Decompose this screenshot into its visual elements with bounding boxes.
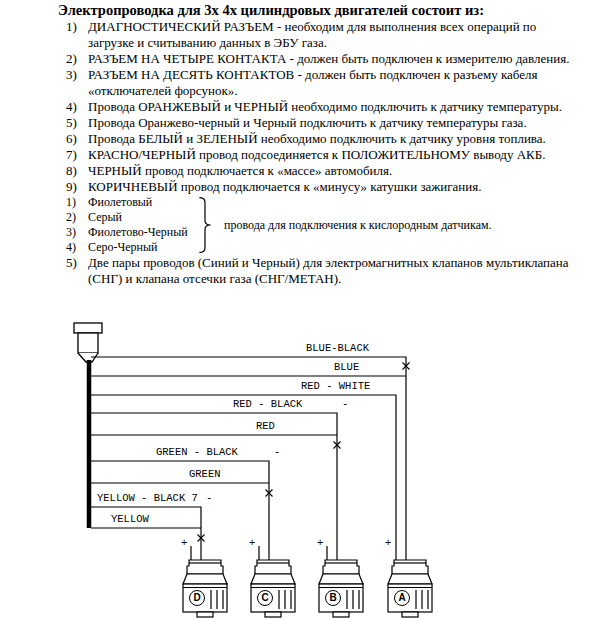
wires [91, 357, 406, 560]
polarity-sign: - [341, 398, 349, 410]
instruction-list: Электропроводка для 3х 4х цилиндровых дв… [0, 0, 603, 287]
list-item: 2)РАЗЪЕМ НА ЧЕТЫРЕ КОНТАКТА - должен быт… [0, 51, 603, 67]
item-number: 1) [66, 195, 88, 210]
harness-connector [74, 323, 102, 362]
wire-label: GREEN [188, 468, 222, 480]
item-number: 1) [66, 19, 88, 51]
wire-label: RED [255, 420, 276, 432]
item-number: 5) [66, 255, 88, 287]
injector-letter: C [257, 590, 273, 606]
item-number: 8) [66, 163, 88, 179]
injector-letter-text: A [398, 592, 405, 604]
polarity-sign: + [180, 537, 188, 549]
brace-path [199, 198, 210, 253]
item-text: Фиолетовый [88, 195, 198, 210]
item-number: 5) [66, 115, 88, 131]
wire-label: GREEN - BLACK [155, 446, 239, 458]
wire-label: RED - BLACK [232, 398, 303, 410]
item-text: Фиолетово-Черный [88, 225, 198, 240]
list-item: 8)ЧЕРНЫЙ провод подключается к «массе» а… [0, 163, 603, 179]
item-text: ДИАГНОСТИЧЕСКИЙ РАЗЪЕМ - необходим для в… [88, 19, 578, 51]
wire-label: YELLOW [110, 513, 150, 525]
item-text: Провода БЕЛЫЙ и ЗЕЛЕНЫЙ необходимо подкл… [88, 131, 578, 147]
item-number: 6) [66, 131, 88, 147]
wire-label: YELLOW - BLACK 7 [96, 492, 199, 504]
list-item: 6)Провода БЕЛЫЙ и ЗЕЛЕНЫЙ необходимо под… [0, 131, 603, 147]
item-text: РАЗЪЕМ НА ЧЕТЫРЕ КОНТАКТА - должен быть … [88, 51, 578, 67]
wire-label: BLUE-BLACK [305, 342, 370, 354]
item-text: Провода ОРАНЖЕВЫЙ и ЧЕРНЫЙ необходимо по… [88, 99, 578, 115]
polarity-sign: + [384, 537, 392, 549]
injector-letter-text: C [261, 592, 268, 604]
item-number: 2) [66, 51, 88, 67]
list-item: 3)РАЗЪЕМ НА ДЕСЯТЬ КОНТАКТОВ - должен бы… [0, 67, 603, 99]
item-text: Провода Оранжево-черный и Черный подключ… [88, 115, 578, 131]
item-text: КОРИЧНЕВЫЙ провод подключается к «минусу… [88, 179, 578, 195]
list-item: 2)Серый [0, 210, 198, 225]
injector-letter-text: B [329, 592, 336, 604]
injector-letter: B [325, 590, 341, 606]
item-number: 3) [66, 67, 88, 99]
item-number: 4) [66, 99, 88, 115]
list-item: 1)ДИАГНОСТИЧЕСКИЙ РАЗЪЕМ - необходим для… [0, 19, 603, 51]
wire-label: BLUE [333, 361, 360, 373]
list-item: 1)Фиолетовый [0, 195, 198, 210]
list-item: 3)Фиолетово-Черный [0, 225, 198, 240]
polarity-sign: - [205, 492, 213, 504]
injector-letter: A [394, 590, 410, 606]
polarity-sign: + [316, 537, 324, 549]
item-number: 9) [66, 179, 88, 195]
polarity-sign: - [273, 446, 281, 458]
injector-letter-text: D [193, 592, 200, 604]
injector-letter: D [189, 590, 205, 606]
brace [198, 197, 212, 253]
item-number: 4) [66, 240, 88, 255]
title: Электропроводка для 3х 4х цилиндровых дв… [0, 0, 603, 19]
item-text: РАЗЪЕМ НА ДЕСЯТЬ КОНТАКТОВ - должен быть… [88, 67, 578, 99]
item-text: Серый [88, 210, 198, 225]
polarity-sign: + [248, 537, 256, 549]
sub-items: 1)Фиолетовый2)Серый3)Фиолетово-Черный4)С… [0, 195, 198, 255]
injectors [183, 560, 432, 617]
list-item: 9)КОРИЧНЕВЫЙ провод подключается к «мину… [0, 179, 603, 195]
item-text: ЧЕРНЫЙ провод подключается к «массе» авт… [88, 163, 578, 179]
wire-bundle [87, 360, 92, 528]
wire-label: RED - WHITE [300, 380, 371, 392]
item-number: 2) [66, 210, 88, 225]
item-text: КРАСНО/ЧЕРНЫЙ провод подсоединяется к ПО… [88, 147, 578, 163]
list-item: 7)КРАСНО/ЧЕРНЫЙ провод подсоединяется к … [0, 147, 603, 163]
item-text: Серо-Черный [88, 240, 198, 255]
list-item: 5)Две пары проводов (Синий и Черный) для… [0, 255, 603, 287]
main-items: 1)ДИАГНОСТИЧЕСКИЙ РАЗЪЕМ - необходим для… [0, 19, 603, 195]
list-item: 5)Провода Оранжево-черный и Черный подкл… [0, 115, 603, 131]
list-item: 4)Серо-Черный [0, 240, 198, 255]
item-number: 3) [66, 225, 88, 240]
last-item: 5)Две пары проводов (Синий и Черный) для… [0, 255, 603, 287]
list-item: 4)Провода ОРАНЖЕВЫЙ и ЧЕРНЫЙ необходимо … [0, 99, 603, 115]
brace-note: провода для подключения к кислородным да… [224, 218, 492, 233]
item-text: Две пары проводов (Синий и Черный) для э… [88, 255, 578, 287]
oxygen-sensor-group: 1)Фиолетовый2)Серый3)Фиолетово-Черный4)С… [0, 195, 603, 255]
item-number: 7) [66, 147, 88, 163]
